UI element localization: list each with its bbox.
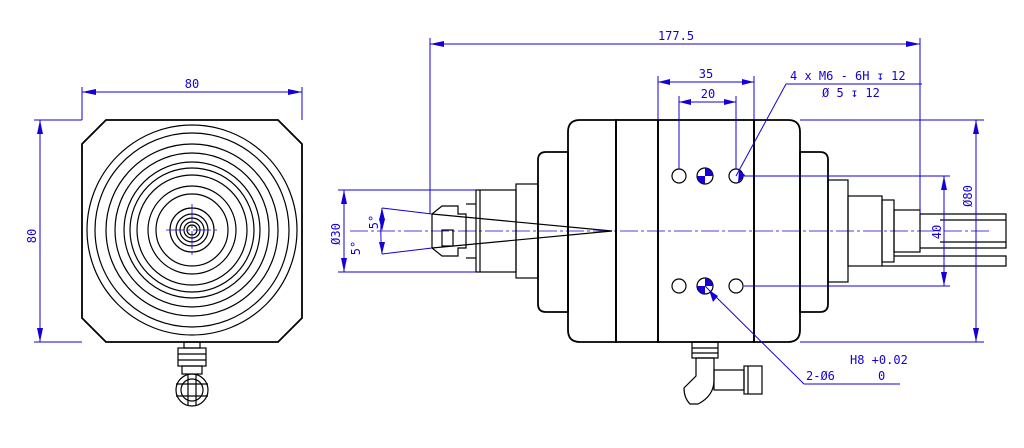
hole-pattern-inner-label: 20 <box>701 87 715 101</box>
hole-pattern-outer-label: 35 <box>699 67 713 81</box>
thread-spec-line1: 4 x M6 - 6H ↧ 12 <box>790 69 906 83</box>
front-height-dimension: 80 <box>25 119 82 343</box>
rear-flange <box>799 151 829 313</box>
nose-diameter-label: Ø30 <box>329 223 343 245</box>
tail-height-dimension: 40 <box>744 175 950 287</box>
body-diameter-dimension: Ø80 <box>800 119 984 343</box>
front-width-label: 80 <box>185 77 199 91</box>
angle-upper-label: 5° <box>367 215 381 229</box>
right-drum <box>753 119 801 343</box>
front-housing-outline <box>81 119 303 343</box>
front-air-fitting <box>175 341 209 407</box>
nose-diameter-dimension: Ø30 <box>329 189 476 273</box>
tolerance-fit-label: H8 +0.02 <box>850 353 908 367</box>
hole-pattern-inner-dimension: 20 <box>678 87 737 169</box>
side-view: 177.5 35 20 4 x M6 - 6H ↧ 12 Ø 5 ↧ 12 <box>329 29 1007 405</box>
front-flange <box>537 151 569 313</box>
angle-dimensions: 5° 5° <box>349 207 433 255</box>
thread-callout: 4 x M6 - 6H ↧ 12 Ø 5 ↧ 12 <box>735 69 922 183</box>
collet-nose <box>431 183 613 279</box>
tail-height-label: 40 <box>930 225 944 239</box>
body-diameter-label: Ø80 <box>961 185 975 207</box>
lower-hole-row <box>671 277 744 295</box>
upper-hole-row <box>671 167 744 185</box>
thread-spec-line2: Ø 5 ↧ 12 <box>822 86 880 100</box>
front-view: 80 80 <box>25 77 303 407</box>
front-height-label: 80 <box>25 229 39 243</box>
overall-length-label: 177.5 <box>658 29 694 43</box>
hole-pattern-outer-dimension: 35 <box>657 67 755 120</box>
front-width-dimension: 80 <box>81 77 303 120</box>
dowel-spec-label: 2-Ø6 <box>806 369 835 383</box>
angle-lower-label: 5° <box>349 241 363 255</box>
tolerance-lower-label: 0 <box>878 369 885 383</box>
overall-length-dimension: 177.5 <box>429 29 921 214</box>
side-air-fitting <box>683 341 763 405</box>
front-ring <box>86 124 298 336</box>
dowel-callout: 2-Ø6 H8 +0.02 0 <box>704 285 908 385</box>
